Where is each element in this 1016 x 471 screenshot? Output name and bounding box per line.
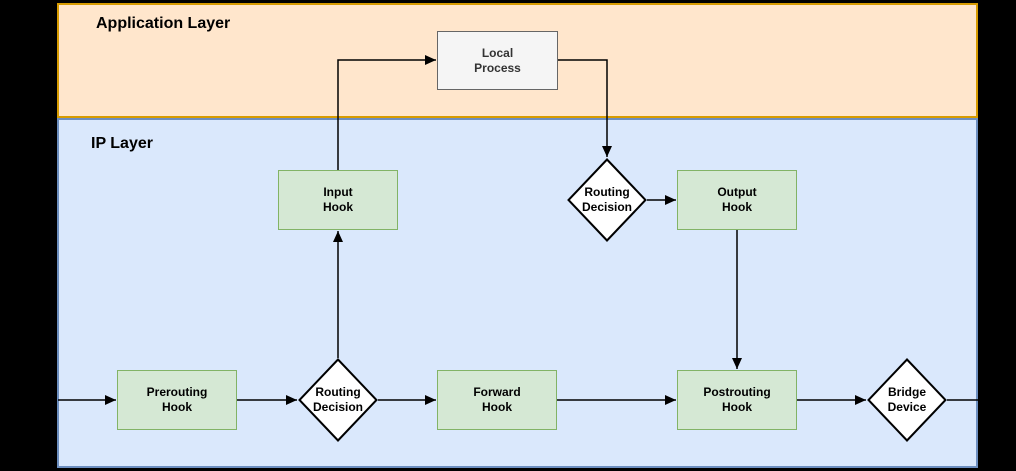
forward-hook-node: Forward Hook [437,370,557,430]
prerouting-hook-label-line2: Hook [162,400,192,414]
postrouting-hook-label-line1: Postrouting [703,385,771,399]
routing-decision-center-label-line2: Decision [312,400,363,414]
output-hook-node: Output Hook [677,170,797,230]
output-hook-label-line2: Hook [722,200,752,214]
prerouting-hook-label-line1: Prerouting [146,385,208,399]
bridge-device-node: Bridge Device [867,358,947,442]
postrouting-hook-node: Postrouting Hook [677,370,797,430]
input-hook-label-line1: Input [323,185,353,199]
routing-decision-top-node: Routing Decision [567,158,647,242]
local-process-node: Local Process [437,31,558,90]
ip-layer-title: IP Layer [91,135,153,152]
bridge-device-label-line1: Bridge [887,385,926,399]
local-process-label-line1: Local [481,45,514,60]
forward-hook-label-line1: Forward [473,385,521,399]
forward-hook-label-line2: Hook [482,400,512,414]
diamond-shape [298,358,378,442]
routing-decision-top-label-line2: Decision [581,200,632,214]
diamond-shape [867,358,947,442]
local-process-label-line2: Process [474,60,521,75]
routing-decision-top-label-line1: Routing [584,185,630,199]
input-hook-label-line2: Hook [323,200,353,214]
routing-decision-center-label-line1: Routing [315,385,361,399]
input-hook-node: Input Hook [278,170,398,230]
routing-decision-center-node: Routing Decision [298,358,378,442]
bridge-device-label-line2: Device [887,400,927,414]
diamond-shape [567,158,647,242]
prerouting-hook-node: Prerouting Hook [117,370,237,430]
output-hook-label-line1: Output [717,185,757,199]
postrouting-hook-label-line2: Hook [722,400,752,414]
application-layer-title: Application Layer [96,15,231,32]
